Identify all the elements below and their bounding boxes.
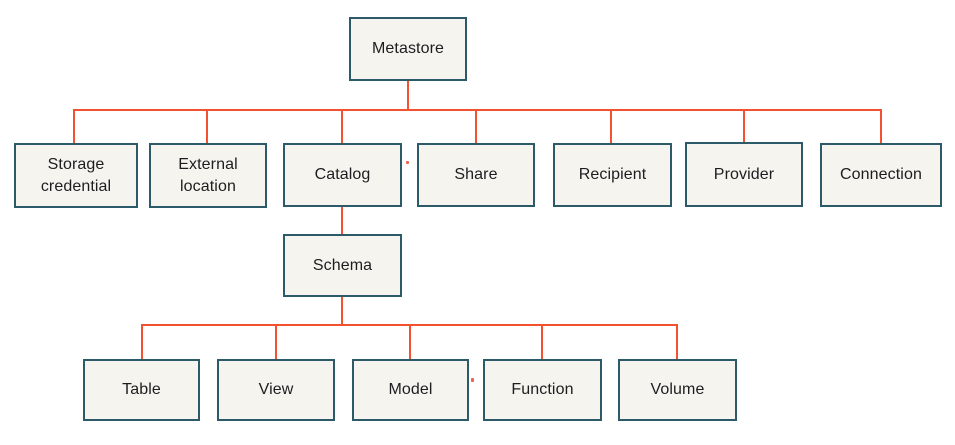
connector-schema-trunk <box>341 297 343 325</box>
node-function: Function <box>483 359 602 421</box>
node-table-label: Table <box>122 381 161 399</box>
node-share-label: Share <box>454 166 498 184</box>
node-view: View <box>217 359 335 421</box>
connector-drop-storage-credential <box>73 110 75 143</box>
connector-level2-bus <box>73 109 882 111</box>
node-provider: Provider <box>685 142 803 207</box>
connector-drop-recipient <box>610 110 612 143</box>
node-share: Share <box>417 143 535 207</box>
connector-drop-connection <box>880 110 882 143</box>
node-schema: Schema <box>283 234 402 297</box>
stray-mark <box>471 378 474 382</box>
node-volume-label: Volume <box>650 381 705 399</box>
connector-drop-catalog <box>341 110 343 143</box>
node-metastore-label: Metastore <box>371 40 445 58</box>
node-recipient-label: Recipient <box>578 166 647 184</box>
node-provider-label: Provider <box>713 165 775 183</box>
connector-drop-share <box>475 110 477 143</box>
stray-mark <box>406 161 409 164</box>
node-volume: Volume <box>618 359 737 421</box>
connector-metastore-trunk <box>407 81 409 110</box>
node-model: Model <box>352 359 469 421</box>
connector-drop-model <box>409 325 411 359</box>
node-view-label: View <box>258 381 294 399</box>
node-storage-credential-label: Storage credential <box>40 156 112 195</box>
node-function-label: Function <box>511 381 574 399</box>
node-catalog-label: Catalog <box>314 166 371 184</box>
node-storage-credential: Storage credential <box>14 143 138 208</box>
node-external-location-label: External location <box>178 156 238 195</box>
node-connection: Connection <box>820 143 942 207</box>
connector-drop-view <box>275 325 277 359</box>
node-table: Table <box>83 359 200 421</box>
connector-drop-external-location <box>206 110 208 143</box>
connector-drop-function <box>541 325 543 359</box>
node-external-location: External location <box>149 143 267 208</box>
node-schema-label: Schema <box>312 256 373 274</box>
node-connection-label: Connection <box>840 166 922 184</box>
node-model-label: Model <box>388 381 433 399</box>
node-recipient: Recipient <box>553 143 672 207</box>
connector-catalog-schema <box>341 207 343 234</box>
connector-drop-volume <box>676 325 678 359</box>
node-catalog: Catalog <box>283 143 402 207</box>
connector-drop-provider <box>743 110 745 143</box>
connector-drop-table <box>141 325 143 359</box>
node-metastore: Metastore <box>349 17 467 81</box>
